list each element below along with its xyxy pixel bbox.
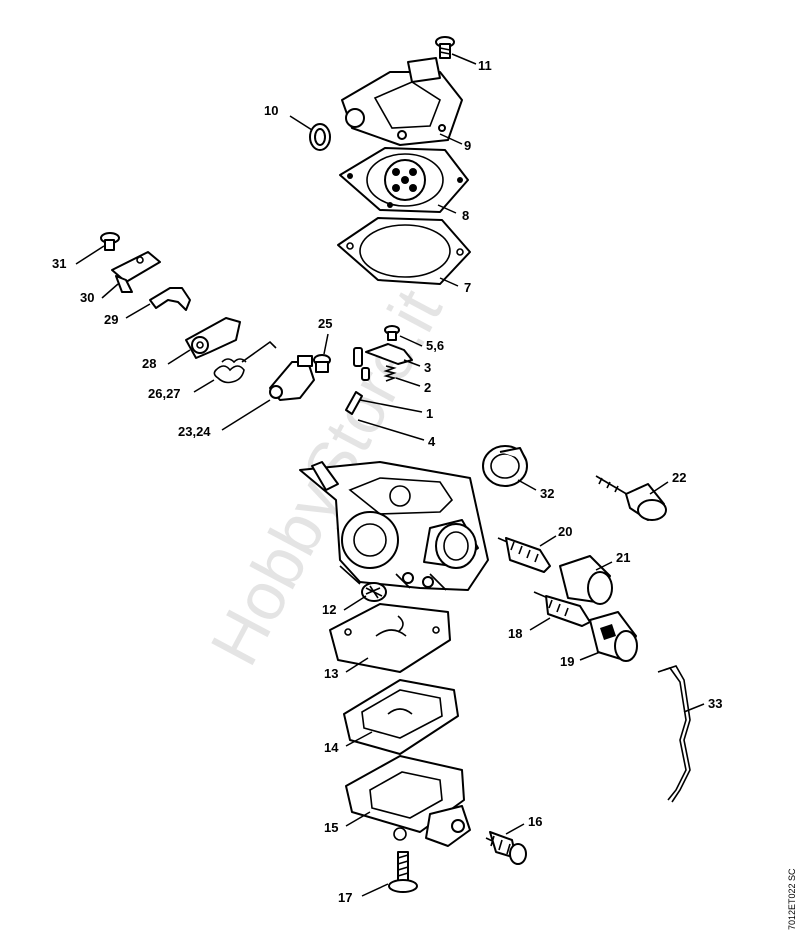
callout-13: 13	[324, 666, 338, 681]
callout-26-27: 26,27	[148, 386, 181, 401]
callout-20: 20	[558, 524, 572, 539]
callout-19: 19	[560, 654, 574, 669]
part-13-metering-diaphragm[interactable]	[329, 603, 451, 673]
callout-28: 28	[142, 356, 156, 371]
callout-15: 15	[324, 820, 338, 835]
drawing-code: 7012ET022 SC	[787, 868, 797, 930]
callout-1: 1	[426, 406, 433, 421]
callout-7: 7	[464, 280, 471, 295]
part-1-pin[interactable]	[345, 391, 363, 415]
part-3-inlet-lever[interactable]	[365, 343, 413, 365]
part-10-oring[interactable]	[309, 123, 331, 151]
part-16-screw[interactable]	[485, 831, 527, 865]
part-8-pump-diaphragm[interactable]	[339, 147, 469, 213]
inlet-needle[interactable]	[353, 347, 370, 381]
callout-22: 22	[672, 470, 686, 485]
callout-21: 21	[616, 550, 630, 565]
part-25-screw[interactable]	[313, 354, 331, 373]
part-15-metering-cover[interactable]	[345, 755, 471, 847]
callout-labels: 11 10 9 8 7 31 30 29 28 26,27 25 23,24 5…	[52, 58, 722, 905]
part-26-27-spring[interactable]	[213, 340, 277, 384]
part-7-gasket[interactable]	[337, 217, 471, 285]
part-21-limiter-cap[interactable]	[559, 555, 613, 605]
callout-33: 33	[708, 696, 722, 711]
part-20-adjusting-screw[interactable]	[497, 537, 551, 573]
callout-30: 30	[80, 290, 94, 305]
part-32-cover[interactable]	[482, 445, 528, 487]
callout-12: 12	[322, 602, 336, 617]
callout-9: 9	[464, 138, 471, 153]
callout-4: 4	[428, 434, 436, 449]
leader-lines	[75, 53, 705, 897]
callout-16: 16	[528, 814, 542, 829]
callout-10: 10	[264, 103, 278, 118]
callout-8: 8	[462, 208, 469, 223]
callout-5-6: 5,6	[426, 338, 444, 353]
part-5-6-screw[interactable]	[384, 325, 400, 341]
callout-3: 3	[424, 360, 431, 375]
part-14-gasket[interactable]	[343, 679, 459, 755]
part-2-spring[interactable]	[383, 365, 397, 382]
callout-2: 2	[424, 380, 431, 395]
callout-23-24: 23,24	[178, 424, 211, 439]
part-18-adjusting-screw[interactable]	[533, 591, 591, 627]
part-22-adjusting-knob[interactable]	[595, 475, 667, 521]
part-31-screw[interactable]	[100, 232, 120, 251]
part-23-24-shaft[interactable]	[269, 355, 315, 401]
part-11-screw[interactable]	[435, 36, 455, 59]
callout-32: 32	[540, 486, 554, 501]
callout-17: 17	[338, 890, 352, 905]
callout-25: 25	[318, 316, 332, 331]
callout-11: 11	[478, 58, 492, 73]
carburetor-body[interactable]	[299, 461, 489, 591]
part-33-wire[interactable]	[657, 665, 691, 803]
part-29-lever[interactable]	[149, 287, 191, 311]
part-12-strainer[interactable]	[361, 582, 387, 602]
callout-29: 29	[104, 312, 118, 327]
part-9-pump-cover[interactable]	[341, 57, 463, 146]
part-30-plate[interactable]	[111, 251, 161, 293]
part-19-limiter-cap[interactable]	[589, 611, 638, 662]
part-17-screw[interactable]	[388, 851, 418, 893]
part-28-throttle-lever[interactable]	[185, 317, 241, 359]
callout-14: 14	[324, 740, 339, 755]
callout-31: 31	[52, 256, 66, 271]
callout-18: 18	[508, 626, 522, 641]
